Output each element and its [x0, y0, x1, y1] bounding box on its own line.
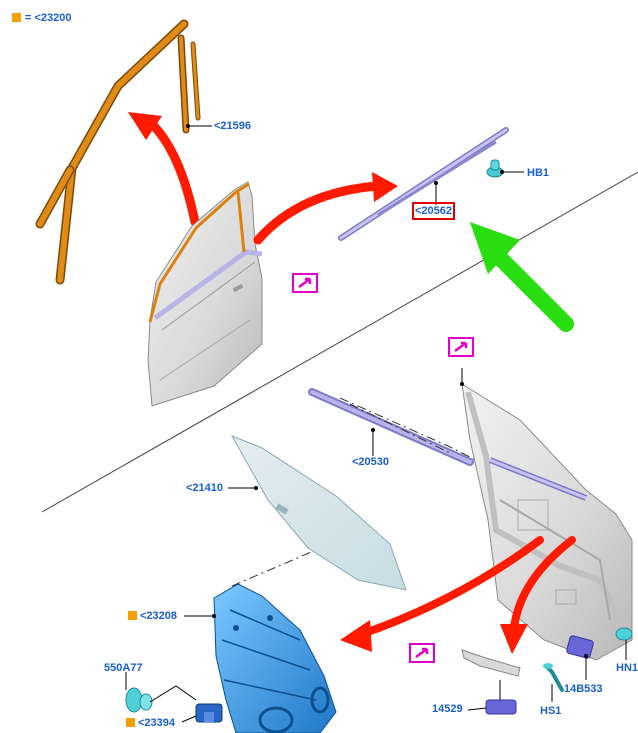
legend: = <23200 [12, 12, 72, 24]
window-regulator [213, 583, 337, 733]
service-square-icon [128, 611, 137, 620]
label-23394[interactable]: <23394 [126, 717, 175, 729]
label-hb1[interactable]: HB1 [527, 167, 550, 179]
door-glass [230, 435, 407, 591]
magnify-view-icon[interactable] [292, 273, 318, 293]
divider-line [41, 171, 638, 513]
clip-hb1 [486, 159, 504, 178]
label-550a77[interactable]: 550A77 [104, 662, 143, 674]
label-23208[interactable]: <23208 [128, 610, 177, 622]
label-hn1[interactable]: HN1 [616, 662, 638, 674]
belt-molding-lower [308, 388, 474, 466]
legend-swatch [12, 13, 21, 22]
magnify-view-icon[interactable] [409, 643, 435, 663]
nut-hn1 [615, 627, 633, 641]
front-door-upper [147, 181, 263, 407]
part-550a77 [125, 687, 153, 713]
belt-molding-upper [338, 127, 509, 241]
legend-text: = <23200 [25, 12, 72, 24]
part-14529-bezel [461, 649, 521, 715]
service-square-icon [126, 718, 135, 727]
label-14529[interactable]: 14529 [432, 703, 463, 715]
label-21596[interactable]: <21596 [214, 120, 252, 132]
front-door-lower [461, 383, 633, 661]
part-14b533 [566, 635, 594, 659]
label-21410[interactable]: <21410 [186, 482, 224, 494]
part-23394 [195, 703, 223, 723]
label-20562[interactable]: <20562 [411, 202, 456, 220]
screw-hs1 [543, 663, 564, 692]
label-14b533[interactable]: 14B533 [564, 683, 603, 695]
label-20530[interactable]: <20530 [352, 456, 390, 468]
magnify-view-icon[interactable] [448, 337, 474, 357]
door-frame-seal [35, 19, 201, 285]
label-hs1[interactable]: HS1 [540, 705, 562, 717]
